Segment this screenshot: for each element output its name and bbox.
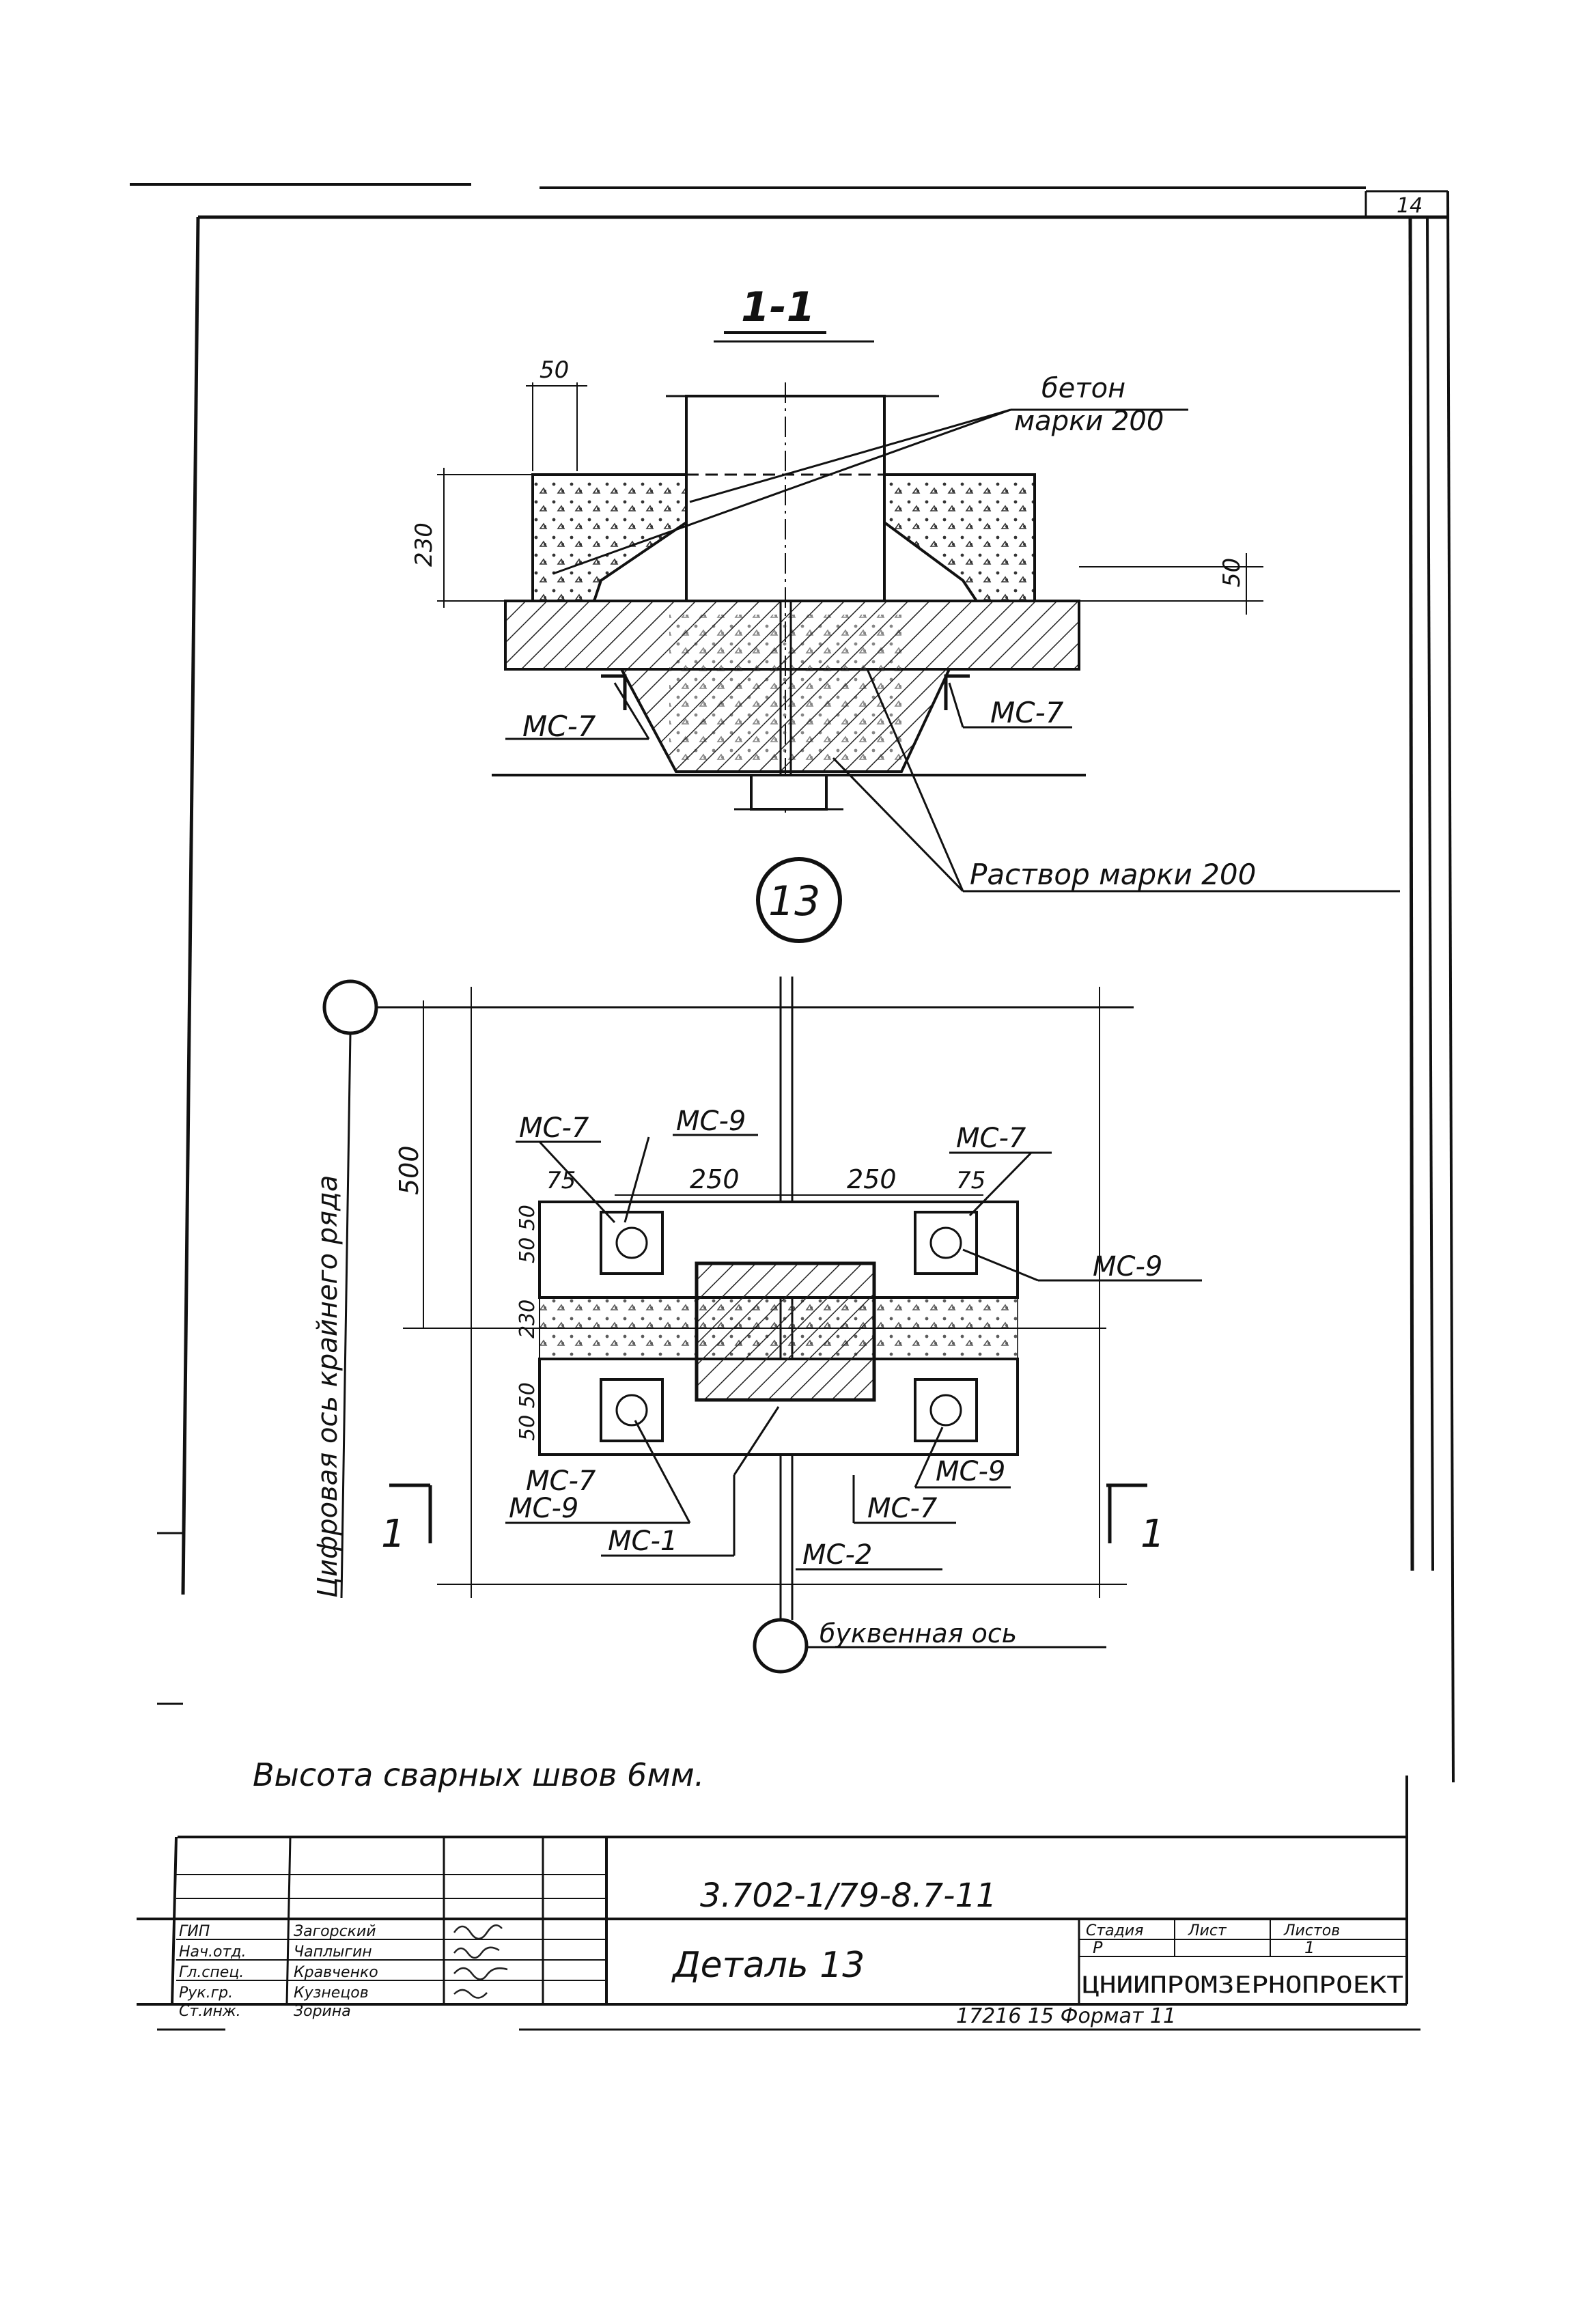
- role-3: Гл.спец.: [179, 1964, 244, 1981]
- sheet-number: 14: [1397, 194, 1423, 218]
- label-mc9-right: МС-9: [1093, 1251, 1162, 1282]
- section-mc7-right: МС-7: [990, 696, 1064, 729]
- sheet-frame: [130, 183, 1455, 1783]
- concrete-label-line2: марки 200: [1014, 406, 1164, 437]
- plan-view: 500 75 250 250 75 50 50 230 50 50 МС-7 М…: [312, 977, 1202, 1674]
- label-mc2: МС-2: [802, 1539, 872, 1571]
- cut-mark-right: 1: [1140, 1512, 1165, 1556]
- name-1: Загорский: [294, 1923, 376, 1940]
- dim-250-left: 250: [690, 1164, 740, 1194]
- label-mc9-bottom-right: МС-9: [936, 1456, 1005, 1487]
- concrete-label-line1: бетон: [1041, 373, 1125, 404]
- role-2: Нач.отд.: [179, 1944, 247, 1961]
- dim-50-top: 50: [540, 356, 569, 384]
- sheets-header: Листов: [1283, 1922, 1340, 1939]
- detail-marker-number: 13: [768, 878, 820, 925]
- stage-value: Р: [1093, 1938, 1103, 1957]
- section-mc7-left: МС-7: [522, 710, 596, 743]
- organization: ЦНИИПРОМЗЕРНОПРОЕКТ: [1082, 1972, 1403, 1999]
- label-mc7-bottom-right: МС-7: [867, 1493, 938, 1524]
- drawing-code: 3.702-1/79-8.7-11: [700, 1877, 997, 1915]
- sheet-header: Лист: [1188, 1922, 1227, 1939]
- dim-vert-top: 50 50: [516, 1205, 540, 1263]
- sheet-value: 1: [1304, 1938, 1315, 1957]
- label-mc9-top: МС-9: [676, 1106, 746, 1137]
- dim-230-height: 230: [410, 522, 438, 567]
- section-1-1: 1-1 50 230: [410, 283, 1400, 893]
- name-4: Кузнецов: [294, 1984, 369, 2002]
- bottom-line: 17216 15 Формат 11: [956, 2004, 1176, 2028]
- detail-title: Деталь 13: [671, 1945, 865, 1986]
- cut-mark-left: 1: [381, 1512, 406, 1556]
- axis-digit-label: Цифровая ось крайнего ряда: [312, 1175, 344, 1598]
- role-5: Ст.инж.: [179, 2003, 241, 2020]
- dim-vert-mid: 230: [516, 1300, 540, 1338]
- label-mc7-top-right: МС-7: [956, 1123, 1026, 1154]
- label-mc9-bottom-left: МС-9: [509, 1493, 578, 1524]
- label-mc7-top-left: МС-7: [519, 1112, 589, 1144]
- name-2: Чаплыгин: [294, 1944, 372, 1961]
- weld-note: Высота сварных швов 6мм.: [253, 1756, 704, 1793]
- label-mc7-bottom-left: МС-7: [526, 1465, 596, 1497]
- mortar-label: Раствор марки 200: [970, 858, 1256, 891]
- detail-marker: 13: [756, 857, 842, 943]
- label-mc1: МС-1: [608, 1526, 677, 1557]
- dim-50-right: 50: [1218, 558, 1246, 587]
- axis-letter-label: буквенная ось: [820, 1618, 1017, 1648]
- role-1: ГИП: [179, 1923, 210, 1940]
- section-title: 1-1: [741, 283, 815, 331]
- dim-250-right: 250: [847, 1164, 897, 1194]
- dim-vert-bot: 50 50: [516, 1382, 540, 1441]
- title-block: [137, 1776, 1420, 2031]
- name-3: Кравченко: [294, 1964, 378, 1981]
- stage-header: Стадия: [1086, 1922, 1143, 1939]
- name-5: Зорина: [294, 2003, 351, 2020]
- dim-500: 500: [394, 1145, 424, 1195]
- dim-75-left: 75: [546, 1167, 576, 1194]
- dim-75-right: 75: [956, 1167, 985, 1194]
- role-4: Рук.гр.: [179, 1984, 233, 2002]
- signatures: [453, 1924, 508, 1999]
